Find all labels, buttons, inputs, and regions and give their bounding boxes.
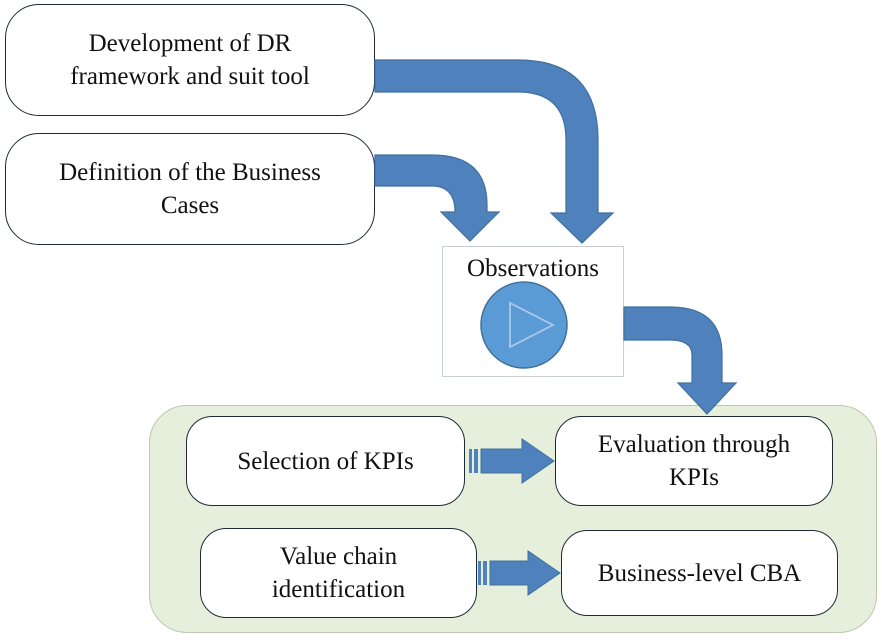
development-to-observations-arrow — [374, 59, 615, 244]
definition-label: Definition of the Business Cases — [59, 159, 321, 219]
play-icon — [480, 281, 568, 369]
valuechain-to-cba-arrow — [478, 550, 561, 596]
evaluation-kpis-box: Evaluation through KPIs — [555, 416, 833, 506]
definition-box: Definition of the Business Cases — [5, 133, 375, 245]
value-chain-box: Value chain identification — [200, 528, 477, 618]
value-chain-label: Value chain identification — [271, 543, 406, 603]
selection-to-evaluation-arrow — [469, 438, 555, 484]
development-label: Development of DR framework and suit too… — [70, 30, 310, 90]
selection-kpis-box: Selection of KPIs — [186, 416, 465, 506]
business-cba-label: Business-level CBA — [597, 559, 802, 587]
definition-to-observations-arrow — [374, 154, 501, 242]
evaluation-kpis-label: Evaluation through KPIs — [597, 431, 791, 491]
development-box: Development of DR framework and suit too… — [5, 4, 375, 116]
observations-label: Observations — [467, 255, 599, 282]
business-cba-box: Business-level CBA — [561, 530, 838, 616]
observations-to-evaluation-arrow — [623, 306, 738, 415]
selection-kpis-label: Selection of KPIs — [237, 447, 414, 475]
